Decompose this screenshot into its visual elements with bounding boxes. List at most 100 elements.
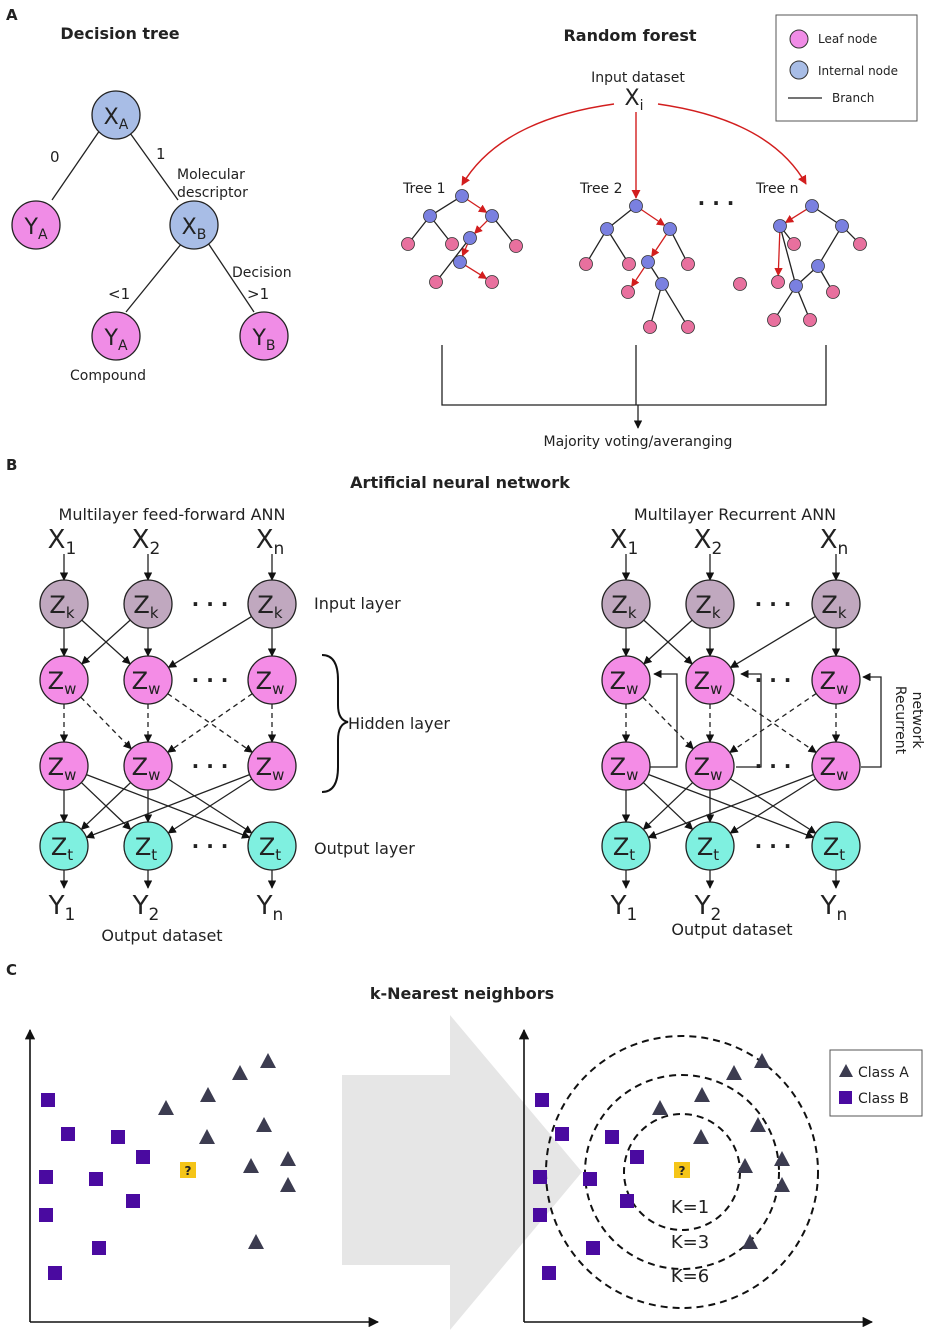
connection: [80, 782, 132, 831]
output-node: [601, 821, 651, 871]
connection: [85, 774, 250, 839]
forest-internal-node: [463, 231, 477, 245]
class-b-point: [605, 1130, 619, 1144]
forest-branch: [611, 209, 632, 226]
edge-label-0: 0: [50, 148, 60, 166]
forest-branch: [609, 234, 627, 259]
recurrent-title: Multilayer Recurrent ANN: [634, 505, 836, 524]
output-node-label: Zt: [697, 833, 719, 864]
class-a-point: [742, 1234, 758, 1249]
forest-internal-node: [835, 219, 849, 233]
k3-label: K=3: [671, 1232, 709, 1253]
output-node: [685, 821, 735, 871]
hidden-connection: [80, 696, 132, 750]
annotation-compound: Compound: [70, 368, 146, 384]
class-b-point: [39, 1170, 53, 1184]
output-node: [811, 821, 861, 871]
hidden-node: [123, 741, 173, 791]
panel-c: C k-Nearest neighbors K=1 K=3 K=6 ? ? Cl…: [6, 961, 923, 1330]
k6-label: K=6: [671, 1266, 709, 1287]
legend-internal-marker: [789, 60, 809, 80]
hidden-node-label: Zw: [132, 753, 161, 784]
forest-branch: [588, 234, 605, 259]
decision-tree-leaf-ya-top: YA: [11, 200, 61, 250]
input-symbol: Xn: [820, 525, 849, 559]
feedforward-title: Multilayer feed-forward ANN: [59, 505, 286, 524]
hidden-node: [601, 655, 651, 705]
hidden-node: [123, 655, 173, 705]
forest-internal-node: [773, 219, 787, 233]
forest-branch: [439, 242, 467, 278]
knn-axes-right: [518, 1028, 874, 1328]
forest-branch: [776, 291, 794, 315]
tree-n-label: Tree n: [755, 181, 799, 197]
class-b-point: [586, 1241, 600, 1255]
input-node-label: Zk: [133, 591, 158, 622]
input-symbol: Xn: [256, 525, 285, 559]
svg-text:XB: XB: [182, 215, 207, 243]
forest-leaf-node: [621, 285, 635, 299]
decision-tree-internal-xb: XB: [169, 200, 219, 250]
forest-leaf-node: [681, 257, 695, 271]
output-node-label: Zt: [51, 833, 73, 864]
output-node: [247, 821, 297, 871]
forest-branch: [783, 230, 791, 240]
layer-ellipsis: · · ·: [192, 668, 229, 692]
input-dataset-label: Input dataset: [591, 70, 685, 86]
legend-internal-label: Internal node: [818, 64, 898, 78]
class-b-point: [535, 1093, 549, 1107]
query-point: [180, 1162, 196, 1178]
hidden-node: [39, 741, 89, 791]
hidden-node-label: Zw: [256, 753, 285, 784]
forest-leaf-node: [509, 239, 523, 253]
forest-branch: [797, 291, 809, 315]
decision-tree-leaf-yb: YB: [239, 311, 289, 361]
forest-leaf-node: [681, 320, 695, 334]
input-symbol: X2: [694, 525, 723, 559]
knn-axes-left: [24, 1028, 380, 1328]
forest-leaf-node: [622, 257, 636, 271]
input-symbol: X2: [132, 525, 161, 559]
class-a-point: [243, 1158, 259, 1173]
input-node-label: Zk: [695, 591, 720, 622]
forest-leaf-node: [401, 237, 415, 251]
hidden-node-label: Zw: [48, 753, 77, 784]
class-b-point: [126, 1194, 140, 1208]
query-mark: ?: [185, 1164, 192, 1178]
forest-branch: [467, 199, 488, 213]
connection: [647, 773, 814, 839]
class-b-point: [61, 1127, 75, 1141]
class-b-point: [555, 1127, 569, 1141]
query-point: [674, 1162, 690, 1178]
hidden-layer-brace: [321, 654, 349, 793]
class-b-point: [111, 1130, 125, 1144]
output-symbol: Yn: [256, 891, 284, 925]
hidden-node: [247, 655, 297, 705]
forest-aggregation: [441, 345, 827, 429]
class-a-point: [694, 1087, 710, 1102]
forest-branch: [800, 269, 814, 283]
class-b-point: [533, 1170, 547, 1184]
forest-leaf-node: [826, 285, 840, 299]
decision-tree-edges: [51, 129, 255, 313]
forest-leaf-node: [579, 257, 593, 271]
class-b-point: [48, 1266, 62, 1280]
recurrent-loops: [650, 669, 882, 768]
query-mark: ?: [679, 1164, 686, 1178]
output-symbol: Y2: [132, 891, 160, 925]
input-node-label: Zk: [257, 591, 282, 622]
class-b-point: [136, 1150, 150, 1164]
forest-branch: [435, 198, 457, 214]
output-layer-label: Output layer: [314, 839, 415, 858]
knn-circle-k6: [545, 1035, 819, 1309]
legend-leaf-label: Leaf node: [818, 32, 877, 46]
forest-internal-node: [600, 222, 614, 236]
legend-class-b-label: Class B: [858, 1091, 909, 1107]
input-node: [811, 579, 861, 629]
class-a-point: [280, 1151, 296, 1166]
decision-tree-title: Decision tree: [60, 24, 179, 43]
hidden-node-label: Zw: [694, 667, 723, 698]
edge-label-lt1: <1: [108, 285, 130, 303]
